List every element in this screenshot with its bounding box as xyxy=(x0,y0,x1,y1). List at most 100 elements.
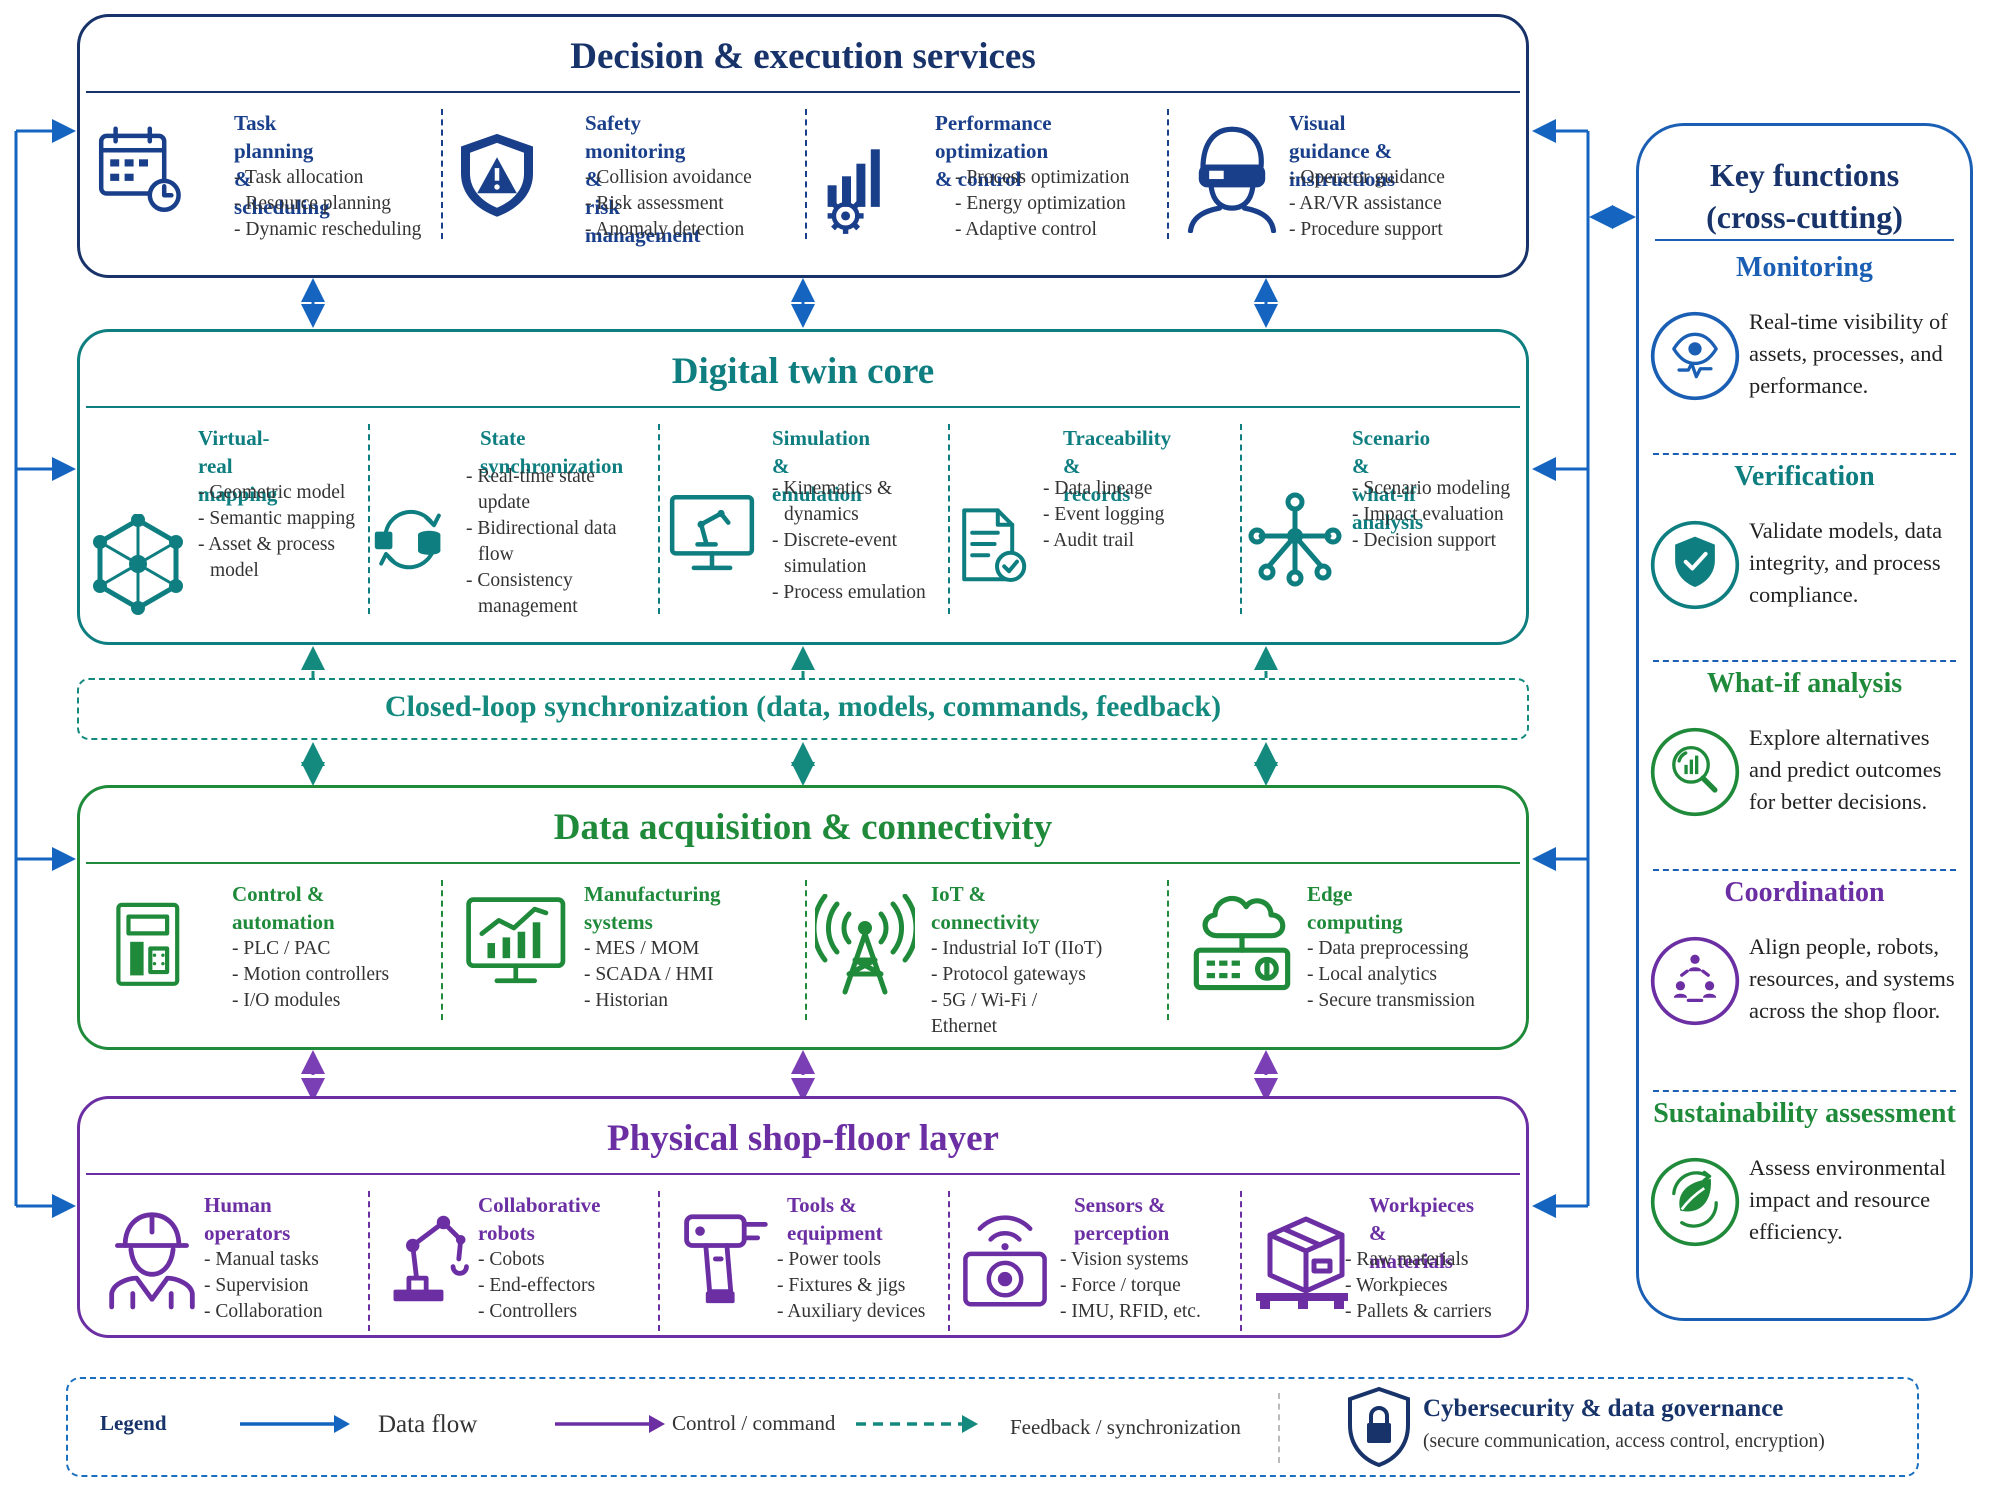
column-divider xyxy=(368,1191,370,1331)
card-item: - 5G / Wi-Fi / xyxy=(931,990,1038,1011)
card-items: - Data lineage- Event logging- Audit tra… xyxy=(1043,476,1164,554)
sync-band: Closed-loop synchronization (data, model… xyxy=(77,678,1529,740)
robot-arm-icon xyxy=(382,1205,478,1316)
card-item: - Decision support xyxy=(1352,530,1497,551)
card-items: - Task allocation- Resource planning- Dy… xyxy=(234,165,421,243)
data-flow-arrow-icon xyxy=(240,1415,350,1433)
card-item: - Geometric model xyxy=(198,482,346,503)
card-item: model xyxy=(210,560,259,581)
card-items: - PLC / PAC- Motion controllers- I/O mod… xyxy=(232,936,389,1014)
kf-divider xyxy=(1653,1090,1956,1092)
card-item: - Adaptive control xyxy=(955,219,1097,240)
card-item: - SCADA / HMI xyxy=(584,964,714,985)
column-divider xyxy=(441,109,443,239)
card-item: - Resource planning xyxy=(234,193,392,214)
legend: Legend Data flow Control / command Feedb… xyxy=(66,1377,1919,1477)
column-divider xyxy=(658,424,660,614)
card-item: - Process optimization xyxy=(955,167,1130,188)
legend-feedback: Feedback / synchronization xyxy=(1010,1415,1241,1439)
layer-title: Digital twin core xyxy=(671,351,935,392)
card-items: - Raw materials- Workpieces- Pallets & c… xyxy=(1345,1247,1492,1325)
vr-headset-person-icon xyxy=(1177,123,1287,238)
card-item: management xyxy=(478,596,578,617)
shield-check-icon xyxy=(1649,519,1741,611)
kf-divider xyxy=(1653,453,1956,455)
card-items: - Cobots- End-effectors- Controllers xyxy=(478,1247,595,1325)
monitor-robot-arm-icon xyxy=(662,490,762,591)
column-divider xyxy=(1240,424,1242,614)
column-divider xyxy=(805,109,807,239)
card-item: - Local analytics xyxy=(1307,964,1437,985)
legend-control: Control / command xyxy=(672,1411,836,1435)
card-item: - Impact evaluation xyxy=(1352,504,1504,525)
card-item: - Raw materials xyxy=(1345,1249,1469,1270)
card-title: Sensors &perception xyxy=(1074,1193,1170,1245)
card-item: - Scenario modeling xyxy=(1352,478,1511,499)
decision-layer: Decision & execution services Task plann… xyxy=(77,14,1529,278)
column-divider xyxy=(1167,109,1169,239)
card-item: - Vision systems xyxy=(1060,1249,1189,1270)
card-items: - Geometric model- Semantic mapping- Ass… xyxy=(198,480,355,584)
card-item: - Motion controllers xyxy=(232,964,390,985)
card-item: - AR/VR assistance xyxy=(1289,193,1442,214)
layer-title: Data acquisition & connectivity xyxy=(553,807,1053,848)
security-subtitle: (secure communication, access control, e… xyxy=(1423,1431,1825,1452)
card-item: - End-effectors xyxy=(478,1275,596,1296)
eye-pulse-icon xyxy=(1649,310,1741,402)
card-item: - Protocol gateways xyxy=(931,964,1086,985)
card-item: - Real-time state xyxy=(466,466,595,487)
kf-name: Monitoring xyxy=(1736,252,1873,283)
data-acquisition-layer: Data acquisition & connectivity Control … xyxy=(77,785,1529,1050)
card-item: - Task allocation xyxy=(234,167,364,188)
card-title: Simulation &emulation xyxy=(772,426,871,506)
lock-shield-icon xyxy=(1348,1386,1410,1468)
sync-database-icon xyxy=(370,492,450,597)
card-items: - Scenario modeling - Impact evaluation - … xyxy=(1352,476,1510,554)
column-divider xyxy=(1167,880,1169,1020)
card-item: - Power tools xyxy=(777,1249,881,1270)
bar-gear-icon xyxy=(815,133,905,248)
legend-data-flow: Data flow xyxy=(378,1411,478,1438)
card-item: - Energy optimization xyxy=(955,193,1126,214)
sync-band-label: Closed-loop synchronization (data, model… xyxy=(384,690,1222,723)
shield-warning-icon xyxy=(452,123,542,238)
feedback-arrow-icon xyxy=(856,1415,978,1433)
kf-name: Verification xyxy=(1734,461,1875,492)
people-network-icon xyxy=(1649,935,1741,1027)
card-item: - Controllers xyxy=(478,1301,578,1322)
column-divider xyxy=(658,1191,660,1331)
key-functions-title: Key functions (cross-cutting) xyxy=(1706,157,1903,235)
card-item: - Event logging xyxy=(1043,504,1165,525)
card-items: - Power tools- Fixtures & jigs- Auxiliar… xyxy=(777,1247,925,1325)
card-item: - Supervision xyxy=(204,1275,309,1296)
card-items: - MES / MOM- SCADA / HMI- Historian xyxy=(584,936,713,1014)
card-title: Visual guidance &instructions xyxy=(1289,111,1396,191)
worker-helmet-icon xyxy=(104,1205,200,1316)
card-item: - IMU, RFID, etc. xyxy=(1060,1301,1201,1322)
card-item: - Data preprocessing xyxy=(1307,938,1469,959)
card-item: - Discrete-event xyxy=(772,530,898,551)
card-item: - Kinematics & xyxy=(772,478,893,499)
network-cube-icon xyxy=(88,513,188,625)
camera-sensor-icon xyxy=(960,1209,1050,1320)
card-item: - Secure transmission xyxy=(1307,990,1475,1011)
calendar-clock-icon xyxy=(94,123,184,224)
